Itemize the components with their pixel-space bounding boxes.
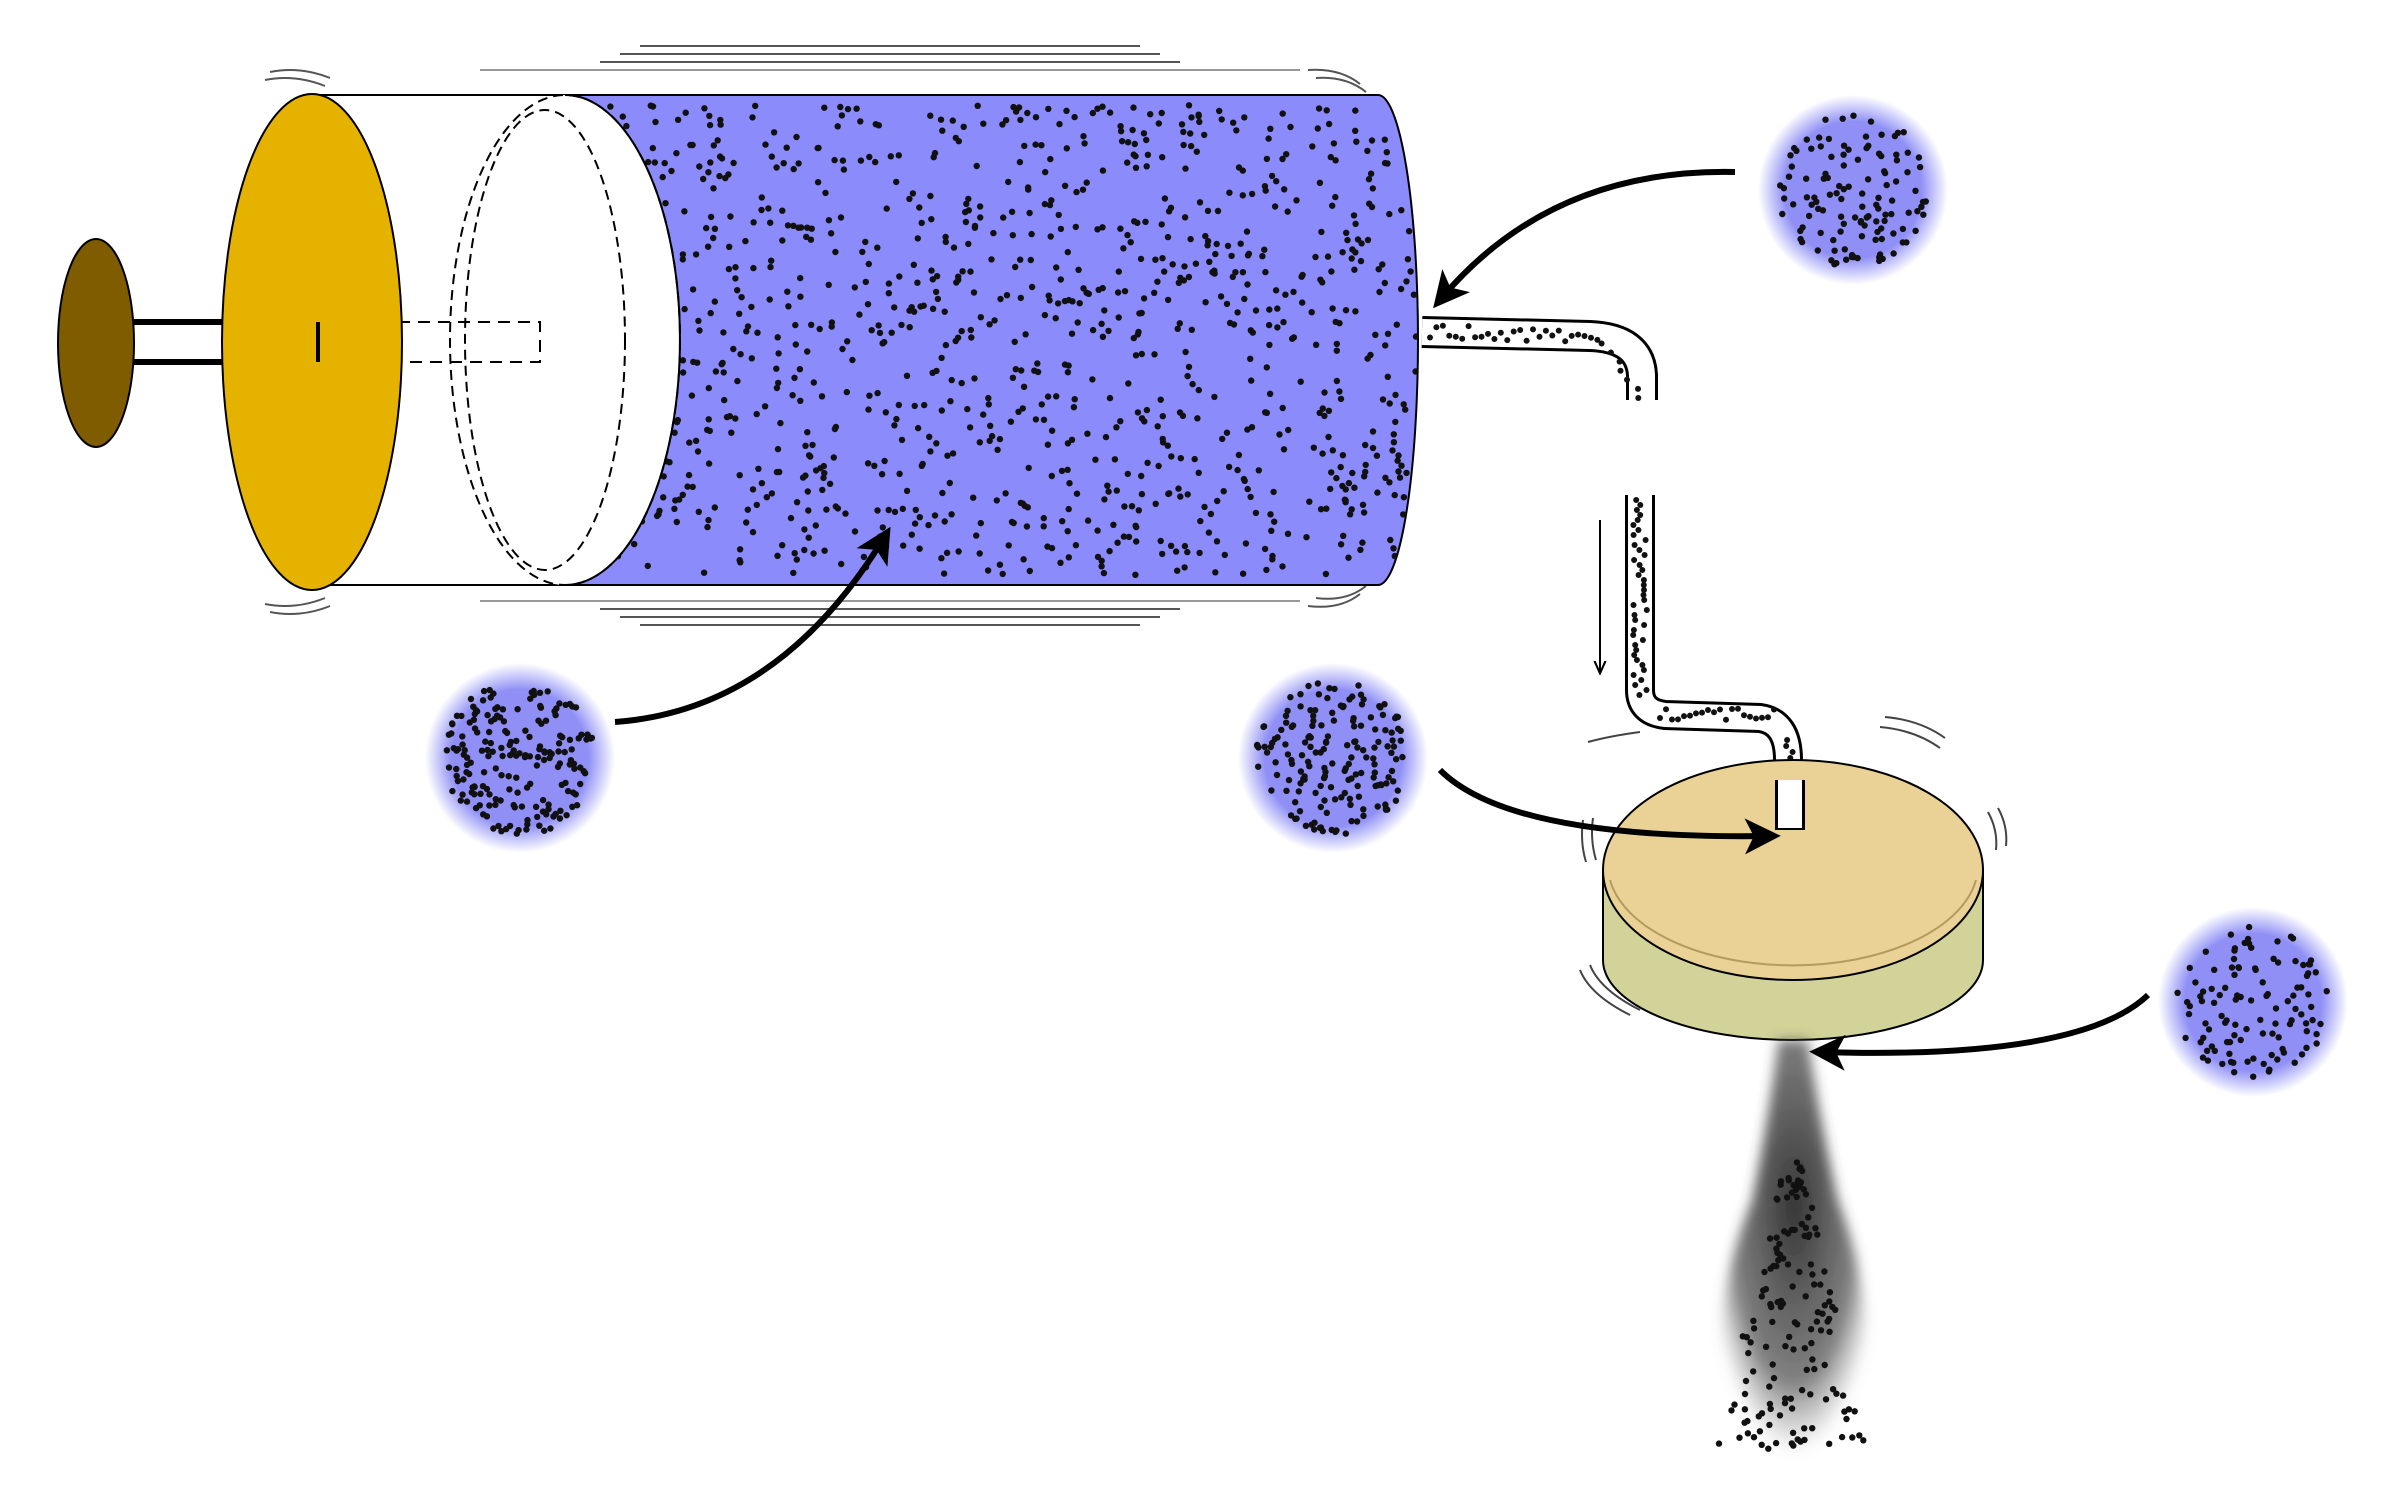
vibration-marks-syringe — [264, 45, 1367, 626]
feed-tube — [1625, 495, 1805, 831]
outlet-tube — [1421, 316, 1658, 401]
inset-tube-inlet — [1758, 95, 1948, 285]
plunger-knob — [57, 238, 135, 448]
inset-filter-feed — [1238, 663, 1428, 853]
flow-arrows — [614, 168, 2151, 1071]
inset-syringe-solution — [425, 663, 615, 853]
filter-disk — [1579, 716, 2008, 1041]
particle-insets — [425, 95, 2348, 1097]
spray-plume — [1715, 1040, 1868, 1455]
arrow-to-filter-bottom — [1809, 992, 2151, 1071]
piston-seal — [449, 94, 681, 586]
inset-filter-outlet — [2158, 907, 2348, 1097]
arrow-to-filter-top — [1437, 767, 1781, 855]
arrow-to-syringe-interior — [614, 526, 891, 725]
plunger-disk — [221, 93, 403, 591]
arrow-to-tube-inlet — [1433, 168, 1736, 309]
